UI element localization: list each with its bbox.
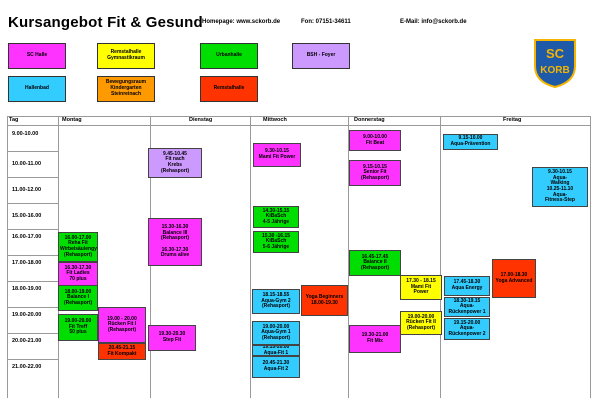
homepage-text: Homepage: www.sckorb.de	[202, 19, 281, 25]
course-aqua-praevention: 9.15-10.00 Aqua-Prävention	[443, 134, 498, 150]
course-aqua-fit-2: 20.45-21.30 Aqua-Fit 2	[252, 356, 300, 378]
course-aqua-energy: 17.45-18.30 Aqua Energy	[444, 276, 490, 296]
email-text: E-Mail: info@sckorb.de	[400, 19, 467, 25]
legend-urbanhalle: Urbanhalle	[200, 43, 258, 69]
legend-hallenbad: Hallenbad	[8, 76, 66, 102]
logo-text-korb: KORB	[540, 65, 569, 76]
day-header-donnerstag: Donnerstag	[354, 117, 385, 123]
course-aqua-gym-2: 18.15-18.55 Aqua-Gym 2 (Rehasport)	[252, 289, 300, 314]
time-label: 15.00-16.00	[12, 213, 42, 219]
time-label: 10.00-11.00	[12, 161, 42, 167]
day-header-mittwoch: Mittwoch	[263, 117, 287, 123]
phone-text: Fon: 07151-34611	[301, 19, 351, 25]
day-header-dienstag: Dienstag	[189, 117, 213, 123]
day-header-freitag: Freitag	[503, 117, 522, 123]
legend-remstalhalle-gymnastikraum: Remstalhalle Gymnastikraum	[97, 43, 155, 69]
course-mami-fit-power-mittwoch: 9.30-10.15 Mami Fit Power	[253, 143, 301, 167]
course-fit-beat: 9.00-10.00 Fit Beat	[349, 130, 401, 151]
legend-remstalhalle: Remstalhalle	[200, 76, 258, 102]
course-aqua-fit-1: 19.15-20.00 Aqua-Fit 1	[252, 345, 300, 356]
course-fit-treff: 19.00-20.00 Fit Treff 50 plus	[58, 314, 98, 341]
legend-bsh-foyer: BSH - Foyer	[292, 43, 350, 69]
logo-text-sc: SC	[546, 46, 565, 61]
course-yoga-advanced: 17.00-18.30 Yoga Advanced	[492, 259, 536, 298]
time-label: 20.00-21.00	[12, 338, 42, 344]
course-kibasch-5-6: 15.30 -16.15 KiBaSch 5-6 Jährige	[253, 231, 299, 253]
day-header-tag: Tag	[9, 117, 19, 123]
course-fit-kompakt: 20.45-21.15 Fit Kompakt	[98, 343, 146, 360]
course-fit-ladies: 16.30-17.30 Fit Ladies 70 plus	[58, 262, 98, 286]
course-kibasch-4-5: 14.30-15.15 KiBaSch 4-5 Jährige	[253, 206, 299, 228]
day-header-montag: Montag	[62, 117, 82, 123]
time-label: 16.00-17.00	[12, 234, 42, 240]
course-yoga-beginners: Yoga Beginners 18.00-19.30	[301, 285, 348, 316]
course-aqua-walking-fitness-step: 9.30-10.15 Aqua- Walking 10.25-11.10 Aqu…	[532, 167, 588, 207]
time-label: 17.00-18.00	[12, 260, 42, 266]
course-ruecken-fit-i: 19.00 - 20.00 Rücken Fit I (Rehasport)	[98, 307, 146, 343]
time-label: 19.00-20.00	[12, 312, 42, 318]
time-label: 18.00-19.00	[12, 286, 42, 292]
course-aqua-rueckenpower-1: 18.30-19.15 Aqua- Rückenpower 1	[444, 297, 490, 317]
time-label: 21.00-22.00	[12, 364, 42, 370]
legend-sc-halle: SC Halle	[8, 43, 66, 69]
legend-bewegungsraum: Bewegungsraum Kindergarten Steinreinach	[97, 76, 155, 102]
course-fit-mix: 19.30-21.00 Fit Mix	[349, 325, 401, 353]
course-balance-ii: 16.45-17.45 Balance II (Rehasport)	[349, 250, 401, 276]
page-title: Kursangebot Fit & Gesund	[8, 14, 203, 31]
time-label: 11.00-12.00	[12, 187, 42, 193]
course-fit-nach-krebs: 9.45-10.45 Fit nach Krebs (Rehasport)	[148, 148, 202, 178]
course-balance-iii-drums-alive: 15.30-16.30 Balance III (Rehasport) 16.3…	[148, 218, 202, 266]
course-reha-fit: 16.00-17.00 Reha Fit Wirbelsäulengym. (R…	[58, 232, 98, 262]
course-mami-fit-power-donnerstag: 17.30 - 18.15 Mami Fit Power	[400, 275, 442, 300]
course-senior-fit: 9.15-10.15 Senior Fit (Rehasport)	[349, 160, 401, 186]
course-balance-i: 18.00-19.00 Balance I (Rehasport)	[58, 285, 98, 311]
course-step-fit: 19.30-20.30 Step Fit	[148, 325, 196, 351]
time-label: 9.00-10.00	[12, 131, 39, 137]
sc-korb-logo: SC KORB	[534, 39, 576, 88]
course-aqua-rueckenpower-2: 19.15-20.00 Aqua- Rückenpower 2	[444, 318, 490, 340]
course-ruecken-fit-ii: 19.00-20.00 Rücken Fit II (Rehasport)	[400, 311, 442, 335]
course-aqua-gym-1: 19.00-20.00 Aqua-Gym 1 (Rehasport)	[252, 321, 300, 345]
